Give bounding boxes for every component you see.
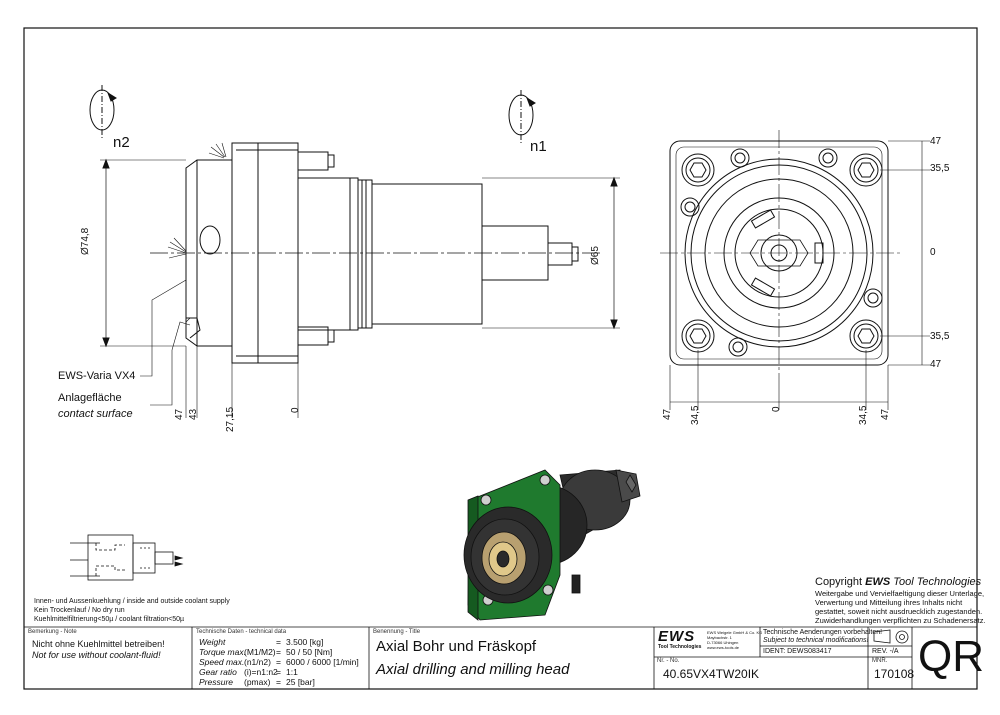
callout-anlageflaeche: Anlagefläche [58, 392, 122, 404]
rotation-symbol-n1 [508, 90, 536, 145]
tech-sym: (M1/M2) [244, 647, 276, 657]
dim-0-right: 0 [930, 247, 936, 258]
tech-value: 3.500 [kg] [286, 637, 324, 647]
dim-47-bottom-right: 47 [880, 408, 891, 420]
ews-logo [657, 630, 703, 644]
tech-label: Torque max. [199, 647, 246, 657]
tech-row: Torque max. (M1/M2) = 50 / 50 [Nm] [199, 647, 369, 657]
title-header: Benennung - Title [373, 629, 421, 635]
dim-43-side: 43 [188, 408, 199, 420]
tech-value: 6000 / 6000 [1/min] [286, 657, 359, 667]
tech-eq: = [276, 637, 281, 647]
ews-logo-text: EWS [658, 628, 696, 645]
ident-field: IDENT: DEWS083417 [763, 648, 832, 655]
tech-row: Gear ratio (i)=n1:n2 = 1:1 [199, 667, 369, 677]
dim-diameter-65: Ø65 [590, 246, 601, 265]
tech-value: 1:1 [286, 667, 298, 677]
part-number: 40.65VX4TW20IK [663, 667, 760, 681]
title-en: Axial drilling and milling head [376, 661, 570, 678]
dim-35-5-right-top: 35,5 [930, 163, 950, 174]
tech-value: 25 [bar] [286, 677, 315, 687]
dim-47-right-top: 47 [930, 136, 942, 147]
tech-sym: (pmax) [244, 677, 271, 687]
copyright-line-2: Verwertung und Mitteilung ihres Inhalts … [815, 598, 963, 607]
coolant-note-3: Kuehlmittelfiltrierung<50µ / coolant fil… [34, 616, 185, 623]
change-note-en: Subject to technical modifications! [763, 637, 869, 644]
note-header: Bemerkung - Note [28, 629, 77, 635]
dim-34-5-bottom-right: 34,5 [858, 405, 869, 425]
tech-label: Weight [199, 637, 226, 647]
dim-47-bottom-left: 47 [662, 408, 673, 420]
change-note-de: Technische Aenderungen vorbehalten! [763, 629, 883, 636]
tech-label: Gear ratio [199, 667, 237, 677]
tech-row: Weight = 3.500 [kg] [199, 637, 369, 647]
tech-sym: (n1/n2) [244, 657, 271, 667]
dim-34-5-bottom-left: 34,5 [690, 405, 701, 425]
mnr-label: MNR. [872, 658, 888, 664]
dim-27-15-side: 27,15 [225, 406, 236, 432]
company-address-3: D-73066 Uhingen [707, 640, 739, 645]
company-address-4: www.ews-tools.de [707, 645, 740, 650]
copyright-line-1: Weitergabe und Vervielfaeltigung dieser … [815, 589, 985, 598]
dim-0-side: 0 [290, 407, 301, 413]
tech-eq: = [276, 657, 281, 667]
coolant-note-2: Kein Trockenlauf / No dry run [34, 607, 125, 614]
mnr-value: 170108 [874, 667, 915, 681]
isometric-picture [463, 469, 641, 621]
tech-data-table: Weight = 3.500 [kg] Torque max. (M1/M2) … [199, 637, 369, 687]
company-address-1: EWS Weigele GmbH & Co. KG [707, 630, 763, 635]
rotation-label-n1: n1 [530, 138, 547, 155]
nr-label: Nr. - No. [657, 658, 680, 664]
dim-35-5-right-bottom: 35,5 [930, 331, 950, 342]
callout-ews-varia: EWS-Varia VX4 [58, 370, 136, 382]
tech-eq: = [276, 647, 281, 657]
tech-sym: (i)=n1:n2 [244, 667, 278, 677]
tech-header: Technische Daten - technical data [196, 629, 287, 635]
company-address-2: Maybachstr. 1 [707, 635, 732, 640]
tech-eq: = [276, 667, 281, 677]
tech-eq: = [276, 677, 281, 687]
tech-row: Speed max. (n1/n2) = 6000 / 6000 [1/min] [199, 657, 369, 667]
rev-field: REV. -/A [872, 648, 899, 655]
tech-row: Pressure (pmax) = 25 [bar] [199, 677, 369, 687]
rotation-label-n2: n2 [113, 134, 130, 151]
tech-label: Pressure [199, 677, 234, 687]
tech-label: Speed max. [199, 657, 245, 667]
dim-47-right-bottom: 47 [930, 359, 942, 370]
qr-code-label: QR [918, 632, 984, 681]
side-view [89, 85, 620, 418]
coolant-note-1: Innen- und Aussenkuehlung / inside and o… [34, 598, 230, 605]
dim-47-side: 47 [174, 408, 185, 420]
dim-diameter-74-8: Ø74,8 [80, 227, 91, 255]
rotation-symbol-n2 [89, 85, 117, 140]
copyright-heading: Copyright EWS Tool Technologies [815, 576, 982, 588]
ews-logo-subtitle: Tool Technologies [658, 644, 702, 650]
projection-symbol [873, 629, 909, 644]
tech-value: 50 / 50 [Nm] [286, 647, 333, 657]
title-de: Axial Bohr und Fräskopf [376, 638, 537, 655]
coolant-schematic [70, 534, 184, 581]
sheet-frame [23, 27, 978, 690]
title-block-grid [24, 626, 977, 689]
front-view [660, 130, 930, 410]
copyright-line-3: gestattet, soweit nicht ausdruecklich zu… [815, 607, 983, 616]
note-de: Nicht ohne Kuehlmittel betreiben! [32, 639, 165, 649]
note-en: Not for use without coolant-fluid! [32, 650, 161, 660]
copyright-line-4: Zuwiderhandlungen verpflichten zu Schade… [815, 616, 986, 625]
callout-contact-surface: contact surface [58, 408, 133, 420]
dim-0-bottom: 0 [771, 406, 782, 412]
